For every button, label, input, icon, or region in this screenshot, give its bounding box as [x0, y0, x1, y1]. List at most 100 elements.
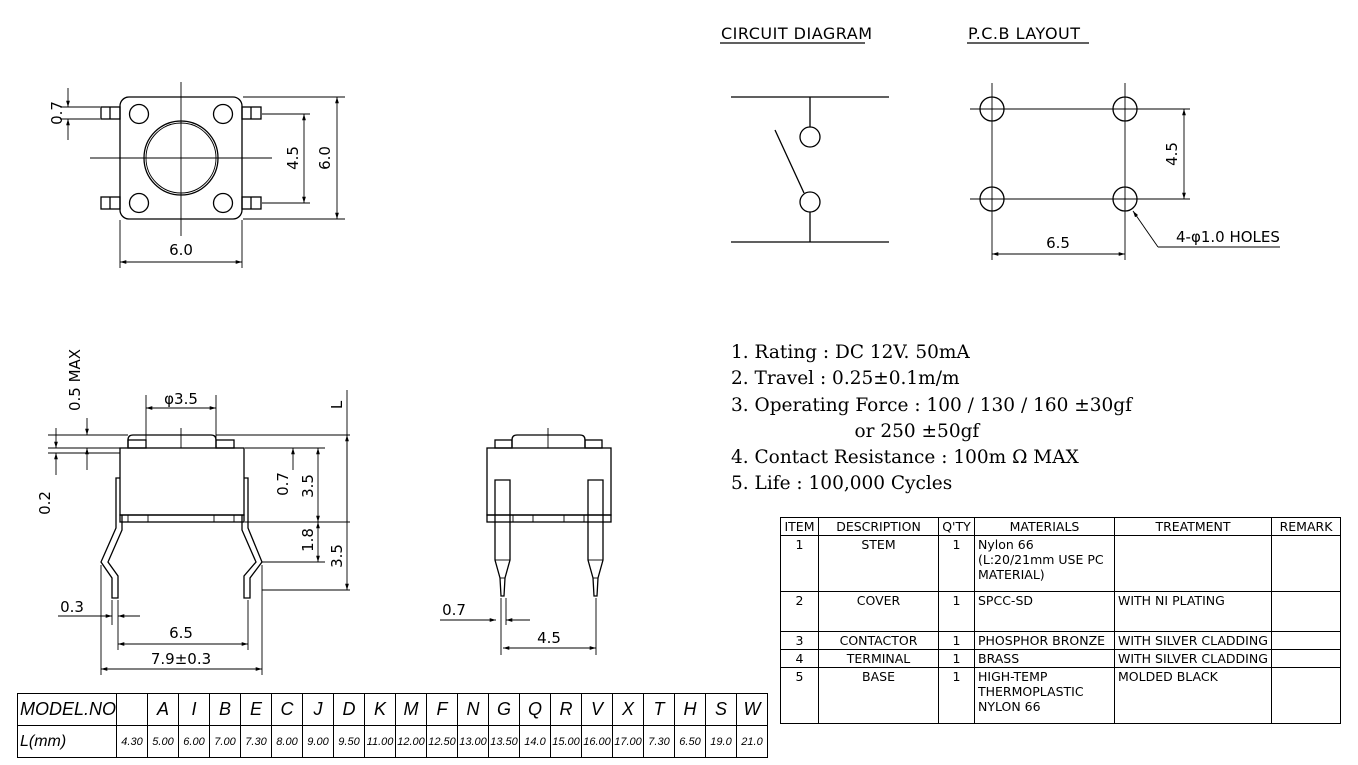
spec-line: 1. Rating : DC 12V. 50mA [731, 342, 970, 363]
model-value-cell: 12.50 [426, 725, 459, 758]
cell-description: COVER [818, 591, 939, 632]
pcb-heading: P.C.B LAYOUT [968, 24, 1081, 43]
dim-6-5-side: 6.5 [169, 624, 193, 642]
button-profile [127, 434, 217, 447]
pcb-layout: P.C.B LAYOUT 4.5 6.5 4-φ1.0 HOLES [967, 24, 1280, 260]
spec-line: 5. Life : 100,000 Cycles [731, 473, 953, 495]
spec-list: 1. Rating : DC 12V. 50mA 2. Travel : 0.25… [731, 340, 1132, 498]
button-diameter-dim: φ3.5 [164, 390, 198, 408]
dim-0-7-side: 0.7 [274, 472, 292, 496]
cell-materials: BRASS [974, 649, 1115, 668]
top-height-dim: 6.0 [316, 146, 334, 170]
housing-profile [119, 447, 245, 516]
model-letter-cell: X [612, 693, 645, 726]
model-value-cell: 11.00 [364, 725, 397, 758]
cell-treatment: WITH NI PLATING [1114, 591, 1272, 632]
model-value-cell: 19.0 [705, 725, 738, 758]
model-value-cell: 14.0 [519, 725, 552, 758]
front-view: 0.7 4.5 [440, 428, 612, 655]
materials-table-header: ITEM DESCRIPTION Q'TY MATERIALS TREATMEN… [780, 517, 1341, 536]
left-leg [100, 477, 123, 599]
top-pitch-dim: 4.5 [284, 146, 302, 170]
cell-qty: 1 [938, 649, 975, 668]
model-value-cell: 15.00 [550, 725, 583, 758]
model-letter-cell: K [364, 693, 397, 726]
model-value-cell: 8.00 [271, 725, 304, 758]
model-value-cell: 7.30 [240, 725, 273, 758]
cell-qty: 1 [938, 667, 975, 724]
cell-materials: HIGH-TEMP THERMOPLASTIC NYLON 66 [974, 667, 1115, 724]
model-value-cell: 7.00 [209, 725, 242, 758]
model-value-cell: 9.00 [302, 725, 335, 758]
cell-materials: Nylon 66 (L:20/21mm USE PC MATERIAL) [974, 535, 1115, 592]
cell-description: TERMINAL [818, 649, 939, 668]
cell-description: CONTACTOR [818, 631, 939, 650]
model-letter-cell: D [333, 693, 366, 726]
col-description: DESCRIPTION [818, 517, 939, 536]
model-no-label: MODEL.NO [16, 693, 118, 726]
cell-treatment: WITH SILVER CLADDING [1114, 649, 1272, 668]
model-value-cell: 5.00 [147, 725, 180, 758]
cell-treatment: WITH SILVER CLADDING [1114, 631, 1272, 650]
cell-remark [1271, 631, 1341, 650]
cell-item: 4 [780, 649, 819, 668]
cell-item: 2 [780, 591, 819, 632]
pcb-holes [979, 96, 1138, 212]
col-materials: MATERIALS [974, 517, 1115, 536]
front-pitch-dim: 4.5 [537, 629, 561, 647]
model-letter-cell: E [240, 693, 273, 726]
model-letter-cell: V [581, 693, 614, 726]
spec-line: or 250 ±50gf [731, 420, 980, 442]
front-pin-dim: 0.7 [442, 601, 466, 619]
right-leg [241, 477, 263, 599]
model-value-cell: 9.50 [333, 725, 366, 758]
model-value-cell: 6.50 [674, 725, 707, 758]
gap-dim: 0.2 [36, 491, 54, 515]
dim-1-8: 1.8 [299, 528, 317, 552]
cell-item: 3 [780, 631, 819, 650]
model-value-cell: 6.00 [178, 725, 211, 758]
cell-treatment: MOLDED BLACK [1114, 667, 1272, 724]
model-letter-cell: A [147, 693, 180, 726]
dim-3-5-body: 3.5 [299, 474, 317, 498]
top-width-dim: 6.0 [169, 241, 193, 259]
model-value-cell: 13.50 [488, 725, 521, 758]
terminal-tabs [100, 106, 262, 210]
cell-treatment [1114, 535, 1272, 592]
dim-3-5-leg: 3.5 [328, 544, 346, 568]
model-letter-cell: R [550, 693, 583, 726]
col-treatment: TREATMENT [1114, 517, 1272, 536]
col-qty: Q'TY [938, 517, 975, 536]
model-value-cell: 12.00 [395, 725, 428, 758]
circuit-heading: CIRCUIT DIAGRAM [721, 24, 873, 43]
pcb-vertical-dim: 4.5 [1163, 142, 1181, 166]
cell-remark [1271, 649, 1341, 668]
cell-item: 1 [780, 535, 819, 592]
model-letter-cell: C [271, 693, 304, 726]
model-value-cell: 13.00 [457, 725, 490, 758]
cell-item: 5 [780, 667, 819, 724]
cell-materials: SPCC-SD [974, 591, 1115, 632]
cell-description: BASE [818, 667, 939, 724]
col-item: ITEM [780, 517, 819, 536]
spec-line: 2. Travel : 0.25±0.1m/m [731, 368, 960, 390]
dim-0-3: 0.3 [60, 598, 84, 616]
model-letter-cell: I [178, 693, 211, 726]
col-remark: REMARK [1271, 517, 1341, 536]
top-pin-dim: 0.7 [48, 101, 66, 125]
cell-qty: 1 [938, 631, 975, 650]
model-value-cell: 17.00 [612, 725, 645, 758]
front-left-leg [494, 479, 511, 597]
model-value-cell: 7.30 [643, 725, 676, 758]
circuit-diagram: CIRCUIT DIAGRAM [720, 24, 889, 243]
model-letter-cell: M [395, 693, 428, 726]
spec-line: 4. Contact Resistance : 100m Ω MAX [731, 447, 1079, 469]
